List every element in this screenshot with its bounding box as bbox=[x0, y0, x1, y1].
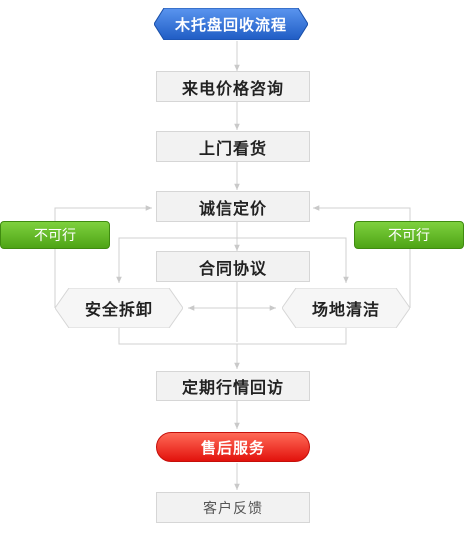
flow-title: 木托盘回收流程 bbox=[174, 15, 287, 34]
decision-dismantle: 安全拆卸 bbox=[55, 288, 183, 328]
step-pricing-label: 诚信定价 bbox=[198, 198, 267, 218]
decision-dismantle-shape bbox=[55, 288, 183, 328]
step-onsite-inspection-label: 上门看货 bbox=[198, 138, 267, 158]
flow-title-banner: 木托盘回收流程 bbox=[154, 8, 308, 40]
step-contract-label: 合同协议 bbox=[198, 258, 267, 278]
step-after-sales-label: 售后服务 bbox=[200, 438, 265, 457]
step-after-sales: 售后服务 bbox=[156, 432, 310, 462]
step-pricing: 诚信定价 bbox=[156, 191, 310, 222]
decision-cleanup-shape bbox=[282, 288, 410, 328]
loop-right-reject bbox=[313, 205, 411, 288]
step-customer-feedback-label: 客户反馈 bbox=[203, 500, 263, 517]
step-price-inquiry: 来电价格咨询 bbox=[156, 71, 310, 102]
reject-right-label: 不可行 bbox=[388, 228, 430, 244]
step-onsite-inspection: 上门看货 bbox=[156, 131, 310, 162]
branch-to-dismantle bbox=[116, 237, 237, 283]
title-banner-shape bbox=[154, 8, 308, 40]
merge-from-dismantle bbox=[118, 328, 347, 345]
decision-dismantle-label: 安全拆卸 bbox=[84, 300, 153, 319]
loop-left-reject bbox=[54, 205, 152, 288]
reject-right-badge: 不可行 bbox=[354, 221, 464, 249]
reject-left-label: 不可行 bbox=[34, 228, 76, 244]
decision-cleanup-label: 场地清洁 bbox=[311, 300, 380, 319]
step-contract: 合同协议 bbox=[156, 251, 310, 282]
step-price-inquiry-label: 来电价格咨询 bbox=[181, 78, 284, 98]
step-followup-label: 定期行情回访 bbox=[181, 378, 284, 397]
step-followup: 定期行情回访 bbox=[156, 371, 310, 401]
step-customer-feedback: 客户反馈 bbox=[156, 492, 310, 523]
branch-to-cleanup bbox=[237, 237, 349, 283]
reject-left-badge: 不可行 bbox=[0, 221, 110, 249]
decision-cleanup: 场地清洁 bbox=[282, 288, 410, 328]
